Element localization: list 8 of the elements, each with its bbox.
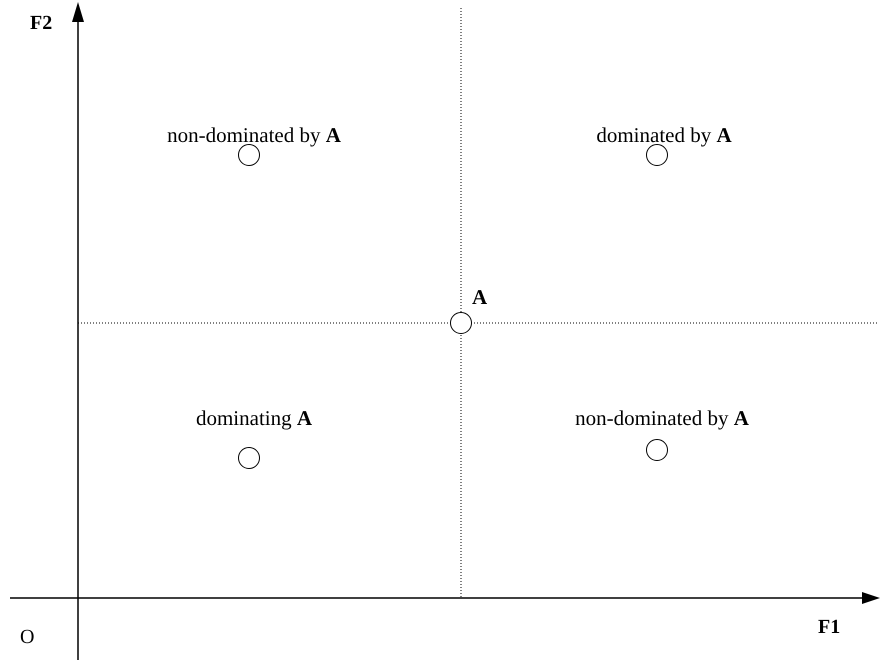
axis-label: O: [20, 625, 34, 650]
point-label: non-dominated by A: [575, 405, 749, 431]
axis-label: F2: [30, 11, 52, 36]
point-label: non-dominated by A: [167, 122, 341, 148]
point-label: dominated by A: [596, 122, 732, 148]
axis-label: F1: [818, 615, 840, 640]
point-label: A: [472, 284, 488, 310]
point-label: dominating A: [196, 405, 312, 431]
